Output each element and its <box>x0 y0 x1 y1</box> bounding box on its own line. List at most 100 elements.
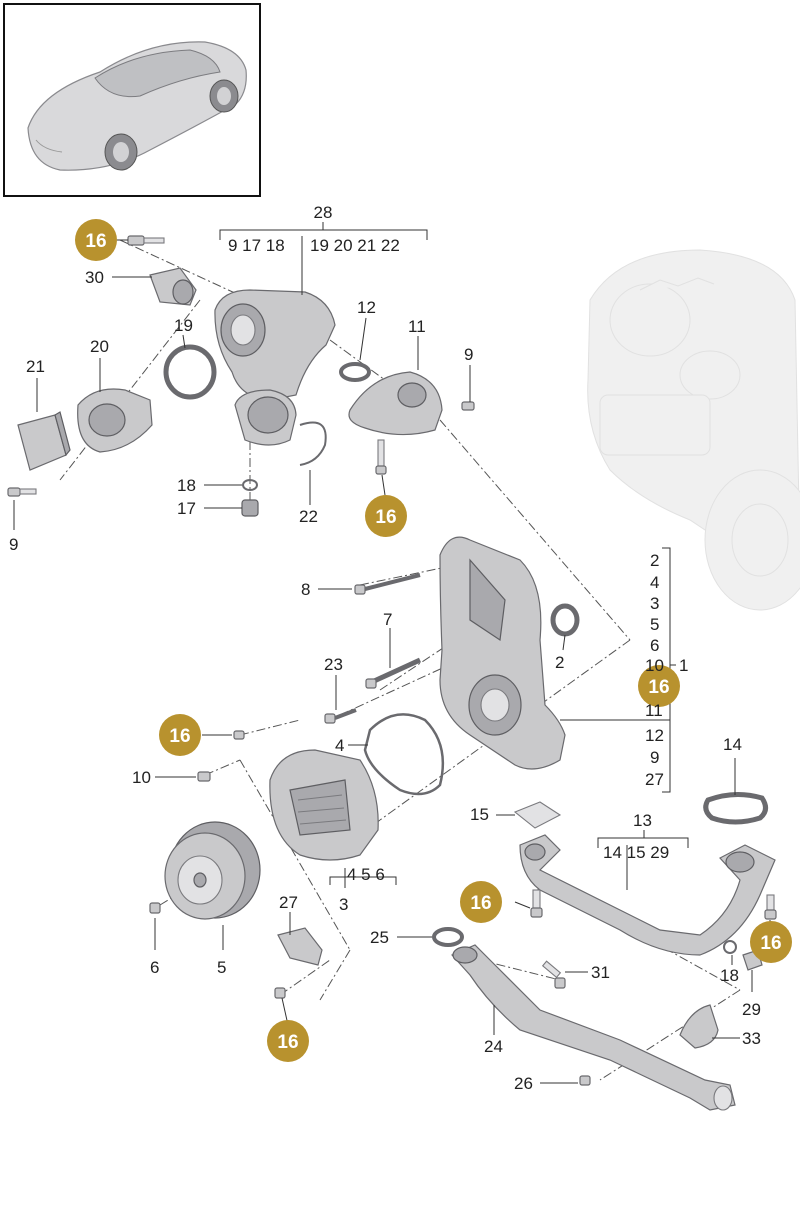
part-label: 2 <box>555 653 564 672</box>
part-label: 5 <box>650 615 659 634</box>
gasket-14 <box>703 792 768 825</box>
bolt-10 <box>197 771 211 782</box>
part-label: 4 <box>650 573 659 592</box>
part-label: 1 <box>679 656 688 675</box>
part-label: 18 <box>720 966 739 985</box>
part-label: 25 <box>370 928 389 947</box>
part-label: 11 <box>408 317 426 336</box>
part-label: 26 <box>514 1074 533 1093</box>
bolt-under-cover <box>375 439 387 475</box>
clip-22 <box>299 421 327 466</box>
bolt-top <box>127 235 165 246</box>
part-label: 11 <box>645 701 663 720</box>
badge-16: 16 <box>638 665 680 707</box>
part-label: 23 <box>324 655 343 674</box>
part-label: 33 <box>742 1029 761 1048</box>
svg-text:16: 16 <box>85 231 106 252</box>
part-label: 31 <box>591 963 610 982</box>
gasket-15 <box>513 801 562 829</box>
callout-badges: 16 16 16 16 16 16 16 <box>75 219 792 1062</box>
stud-7 <box>365 657 422 689</box>
svg-text:16: 16 <box>277 1032 298 1053</box>
part-label: 6 <box>650 636 659 655</box>
bolt-8 <box>354 573 421 595</box>
part-label: 13 <box>633 811 652 830</box>
part-label: 14 <box>723 735 742 754</box>
part-label: 22 <box>299 507 318 526</box>
part-label: 10 <box>645 656 664 675</box>
part-label: 12 <box>645 726 664 745</box>
badge-16: 16 <box>365 495 407 537</box>
bracket-33 <box>679 1004 719 1049</box>
part-label: 7 <box>383 610 392 629</box>
svg-text:16: 16 <box>470 893 491 914</box>
seal-25 <box>432 927 464 947</box>
timing-cover <box>439 536 566 770</box>
part-label: 27 <box>645 770 664 789</box>
bolt-9-left <box>7 487 37 497</box>
bolt-16-pipe-left <box>530 889 543 918</box>
seal-ring-12 <box>339 362 371 382</box>
hose-connector-30 <box>149 267 197 306</box>
part-label: 19 <box>174 316 193 335</box>
part-label: 9 <box>650 748 659 767</box>
part-label: 10 <box>132 768 151 787</box>
bracket-27 <box>277 927 323 966</box>
seal-18-top <box>242 479 258 491</box>
part-label: 21 <box>26 357 45 376</box>
part-label: 4 <box>335 736 344 755</box>
part-label: 14 15 29 <box>603 843 669 862</box>
gasket-4 <box>363 713 445 796</box>
part-labels: 28 9 17 18 19 20 21 22 30 19 20 21 12 11… <box>9 203 761 1093</box>
badge-16: 16 <box>267 1020 309 1062</box>
part-label: 9 17 18 <box>228 236 285 255</box>
seal-ring-19 <box>163 344 217 400</box>
svg-text:16: 16 <box>169 726 190 747</box>
thermostat-housing <box>214 289 336 446</box>
bolt-6 <box>149 902 161 914</box>
pulley-5 <box>164 821 261 920</box>
thermostat-20 <box>77 388 153 453</box>
bolt-16-pump <box>233 730 245 740</box>
bolt-31 <box>541 960 566 989</box>
part-label: 15 <box>470 805 489 824</box>
part-label: 4 5 6 <box>347 865 385 884</box>
part-label: 8 <box>301 580 310 599</box>
cover-11 <box>348 371 443 436</box>
part-label: 3 <box>650 594 659 613</box>
bolt-9-right <box>461 401 475 411</box>
part-label: 17 <box>177 499 196 518</box>
water-pump-3 <box>269 749 379 861</box>
part-label: 3 <box>339 895 348 914</box>
bolt-16-pipe-right <box>764 894 777 920</box>
badge-16: 16 <box>75 219 117 261</box>
part-label: 29 <box>742 1000 761 1019</box>
part-label: 2 <box>650 551 659 570</box>
part-label: 5 <box>217 958 226 977</box>
svg-text:16: 16 <box>648 677 669 698</box>
part-label: 24 <box>484 1037 503 1056</box>
part-label: 19 20 21 22 <box>310 236 400 255</box>
part-label: 6 <box>150 958 159 977</box>
part-label: 18 <box>177 476 196 495</box>
badge-16: 16 <box>460 881 502 923</box>
vehicle-thumbnail <box>3 3 261 197</box>
seal-2 <box>550 603 580 637</box>
bolt-16-bottom <box>274 987 286 999</box>
part-label: 28 <box>314 203 333 222</box>
sensor-21 <box>17 411 71 471</box>
part-label: 30 <box>85 268 104 287</box>
part-label: 27 <box>279 893 298 912</box>
badge-16: 16 <box>750 921 792 963</box>
svg-text:16: 16 <box>760 933 781 954</box>
bolt-26 <box>579 1075 591 1086</box>
coolant-pipe-24 <box>450 944 736 1111</box>
part-label: 9 <box>9 535 18 554</box>
seal-18-bottom <box>723 940 737 954</box>
bolt-23 <box>324 708 357 724</box>
engine-background <box>587 249 800 611</box>
plug-17 <box>241 499 259 517</box>
part-label: 12 <box>357 298 376 317</box>
